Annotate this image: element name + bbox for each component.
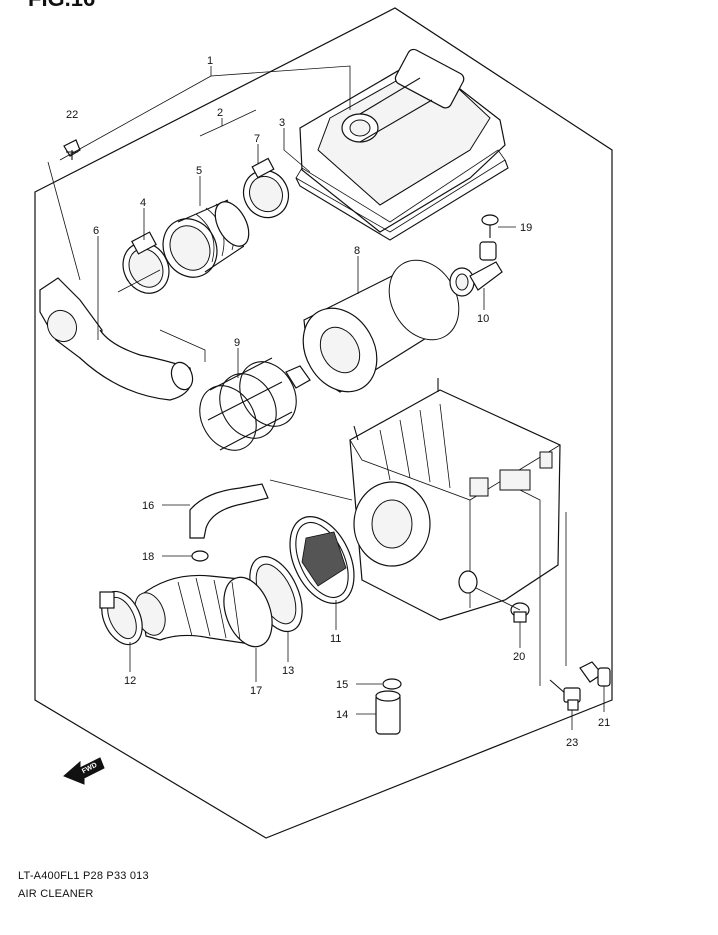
forward-arrow-icon: FWD [63,757,105,785]
screen-11 [289,516,355,604]
callout-11: 11 [330,633,341,645]
air-boot-5 [162,199,250,278]
callout-8: 8 [354,245,360,257]
callout-1: 1 [207,55,213,67]
grommet-20-icon [510,602,530,623]
air-cleaner-cover [295,48,509,241]
filter-element-8 [302,259,460,393]
clamp-4 [122,231,170,294]
callout-19: 19 [520,222,532,234]
callout-10: 10 [477,313,489,325]
bolt-21-icon [579,661,611,687]
callout-18: 18 [142,551,154,563]
cap-15-icon [382,678,402,690]
callout-labels: 1 2 3 4 5 6 7 8 9 10 11 12 13 14 15 16 1… [66,55,610,749]
inlet-duct [39,277,194,401]
drain-plug-10 [449,241,503,297]
callout-22: 22 [66,109,78,121]
clamp-12 [99,590,143,646]
callout-21: 21 [598,717,610,729]
callout-7: 7 [254,133,260,145]
callout-13: 13 [282,665,294,677]
figure-code: LT-A400FL1 P28 P33 013 [18,870,149,882]
figure-title: FIG.16 [28,0,95,11]
callout-20: 20 [513,651,525,663]
callout-5: 5 [196,165,202,177]
callout-2: 2 [217,107,223,119]
assembly-boundary [34,7,613,839]
bolt-22-icon [63,139,81,160]
callout-15: 15 [336,679,348,691]
callout-16: 16 [142,500,154,512]
screw-19-icon [481,214,499,238]
clip-18-icon [191,550,209,562]
callout-6: 6 [93,225,99,237]
screw-23-icon [549,679,581,711]
drain-tube-14 [375,690,401,735]
air-cleaner-case [349,378,561,621]
callout-4: 4 [140,197,146,209]
figure-caption: AIR CLEANER [18,888,94,900]
clamp-13 [249,555,303,633]
drain-hose-16 [189,483,269,539]
callout-17: 17 [250,685,262,697]
filter-cage-9 [199,357,311,451]
callout-14: 14 [336,709,348,721]
clamp-7 [242,157,290,219]
callout-9: 9 [234,337,240,349]
callout-3: 3 [279,117,285,129]
callout-12: 12 [124,675,136,687]
leader-lines [47,65,605,730]
callout-23: 23 [566,737,578,749]
